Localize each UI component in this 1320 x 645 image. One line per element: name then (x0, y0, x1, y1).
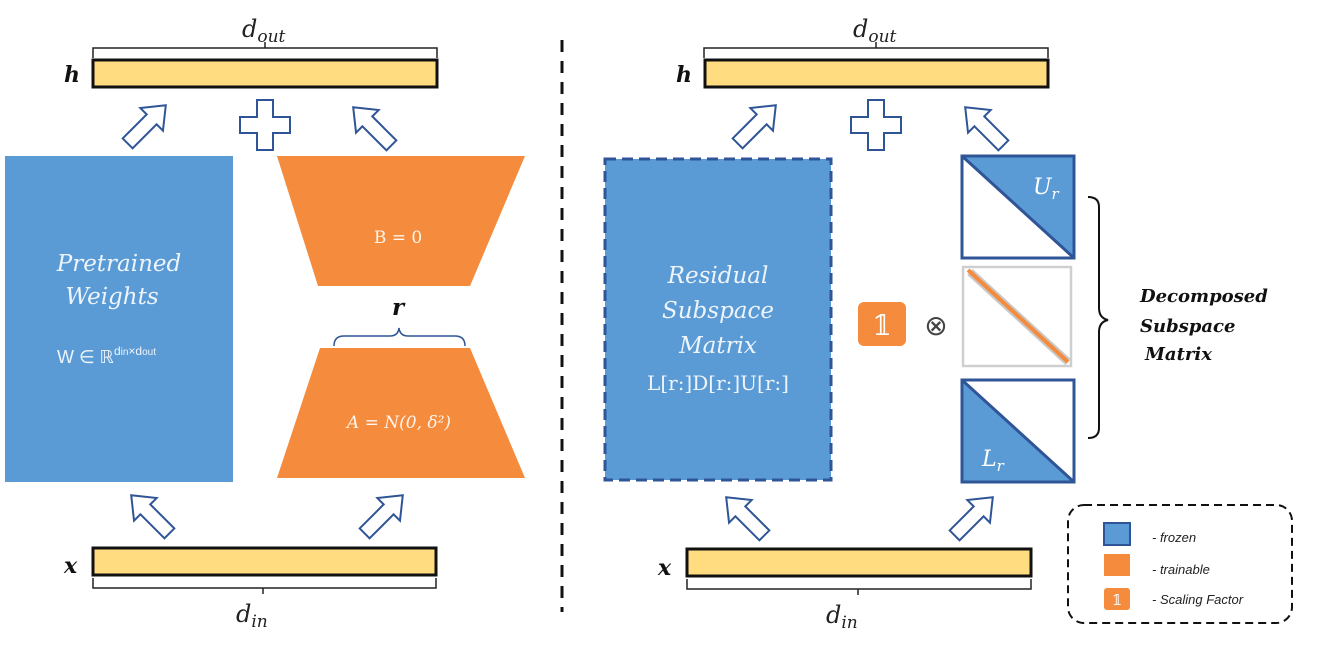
decomposed-label-line3: Matrix (1144, 344, 1212, 365)
b-matrix-trapezoid (277, 156, 525, 286)
left-dout-label: dout (242, 15, 286, 47)
left-h-bar (91, 58, 439, 89)
a-matrix-trapezoid (277, 348, 525, 478)
residual-formula: L[r:]D[r:]U[r:] (647, 371, 789, 395)
r-label: r (392, 294, 406, 321)
left-up-arrow-pretrained (115, 92, 179, 156)
scaling-factor-badge (858, 302, 906, 346)
right-up-arrow-decomposed (952, 94, 1016, 158)
kronecker-product-icon: ⊗ (924, 310, 947, 341)
legend-scaling-swatch (1104, 588, 1130, 610)
diagonal-matrix (961, 265, 1073, 368)
right-din-brace (686, 579, 1032, 595)
pretrained-formula: W ∈ ℝdin×dout (57, 344, 156, 367)
left-plus-icon (239, 99, 291, 151)
legend-trainable-swatch (1104, 554, 1130, 576)
left-x-bar (91, 546, 438, 577)
left-din-label: din (236, 600, 268, 632)
right-h-label: h (676, 62, 692, 88)
right-h-bar (703, 58, 1050, 89)
right-panel: dout h Residual Subspace Matrix L[r:]D[r… (603, 15, 1268, 633)
decomposed-label-line2: Subspace (1140, 316, 1235, 337)
b-matrix-label: B = 0 (374, 228, 422, 248)
pretrained-weights-block (5, 156, 233, 482)
left-up-arrow-x-to-a (352, 482, 416, 546)
pretrained-label-line2: Weights (65, 284, 159, 310)
decomposed-label-line1: Decomposed (1139, 286, 1268, 307)
legend-scaling-label: - Scaling Factor (1152, 592, 1244, 607)
residual-subspace-block (603, 157, 833, 482)
l-matrix-label: Lr (981, 447, 1005, 475)
left-up-arrow-b (340, 94, 404, 158)
right-dout-label: dout (853, 15, 897, 47)
legend: - frozen - trainable 𝟙 - Scaling Factor (1067, 504, 1293, 624)
residual-label-line1: Residual (667, 263, 769, 289)
left-h-label: h (64, 62, 80, 88)
u-matrix-label: Ur (1033, 175, 1060, 203)
right-din-label: din (826, 601, 858, 633)
u-matrix: Ur (960, 154, 1076, 260)
right-plus-icon (850, 99, 902, 151)
left-up-arrow-x-to-pretrained (118, 482, 182, 546)
right-up-arrow-residual (725, 92, 789, 156)
right-up-arrow-x-to-decomposed (942, 484, 1006, 548)
right-dout-brace (703, 42, 1049, 58)
legend-frozen-swatch (1103, 522, 1131, 546)
r-brace (333, 327, 466, 347)
right-x-bar (685, 547, 1033, 578)
decomposed-brace (1087, 196, 1109, 439)
pretrained-label-line1: Pretrained (56, 251, 182, 277)
residual-label-line2: Subspace (662, 298, 774, 324)
legend-trainable-label: - trainable (1152, 562, 1210, 577)
left-dout-brace (92, 42, 438, 58)
a-matrix-label: A = N(0, δ²) (345, 413, 451, 433)
l-matrix: Lr (960, 378, 1076, 484)
residual-label-line3: Matrix (678, 333, 757, 359)
left-x-label: x (63, 553, 78, 579)
scaling-factor-glyph: 𝟙 (872, 309, 891, 342)
legend-frozen-label: - frozen (1152, 530, 1196, 545)
right-up-arrow-x-to-residual (713, 484, 777, 548)
left-din-brace (92, 578, 437, 594)
right-x-label: x (657, 555, 672, 581)
legend-scaling-glyph: 𝟙 (1112, 591, 1122, 609)
left-panel: dout h Pretrained Weights W ∈ ℝdin×dout … (5, 15, 525, 632)
